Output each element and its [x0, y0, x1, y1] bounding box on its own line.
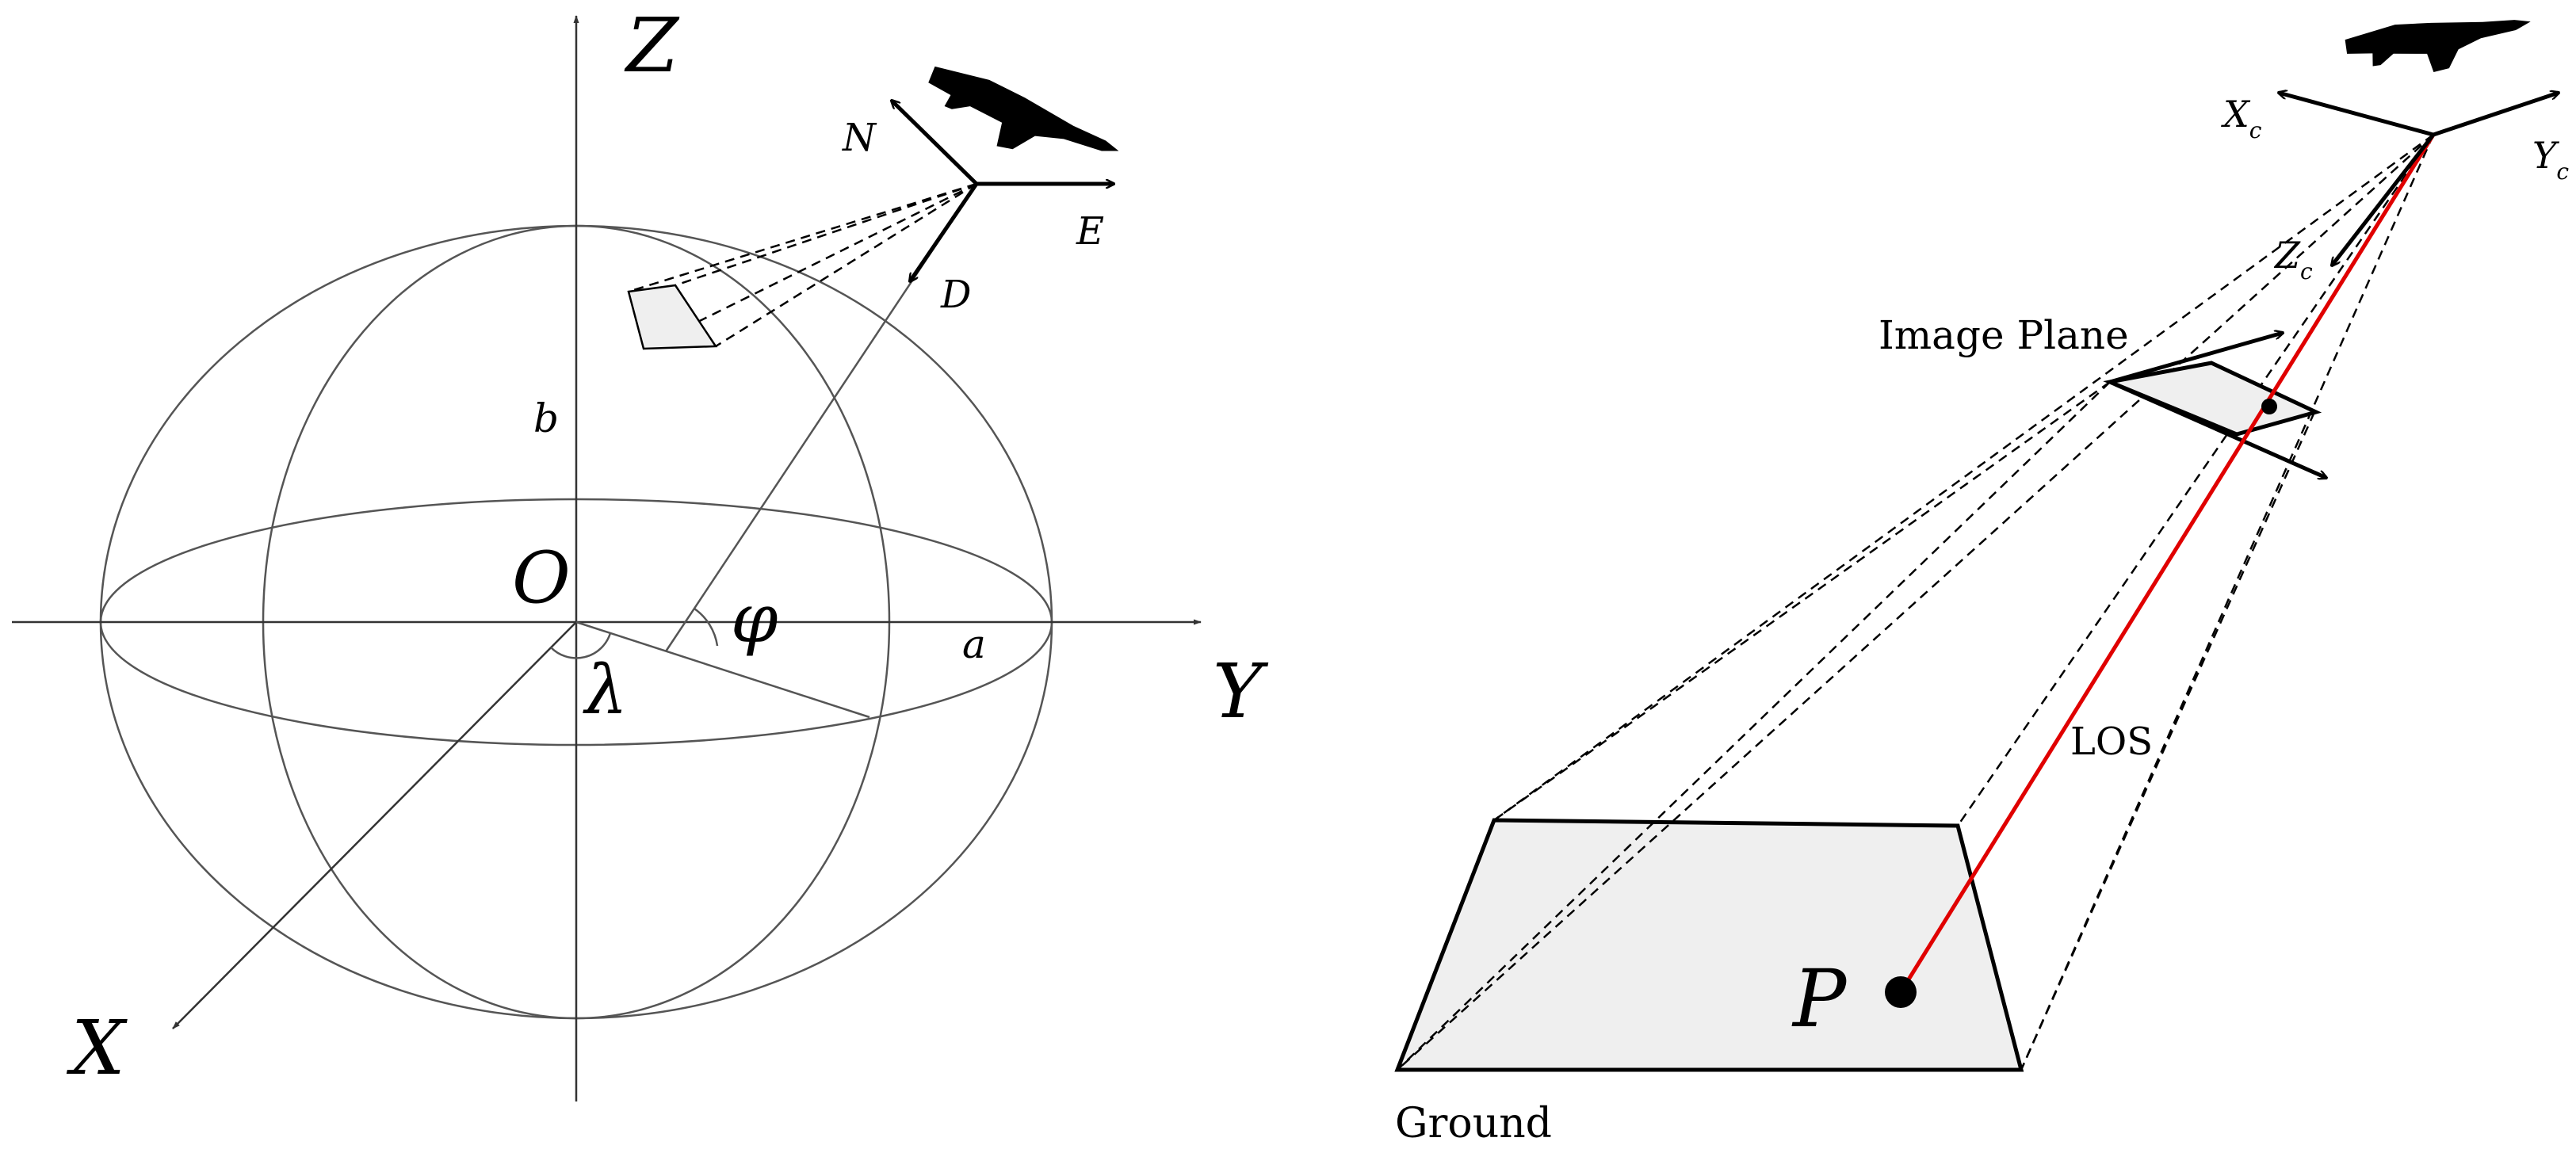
origin-label: O — [512, 536, 571, 620]
camera-x-axis — [2279, 93, 2434, 137]
longitude-label: λ — [583, 651, 628, 730]
camera-x-label: Xc — [2221, 93, 2262, 143]
footprint-patch — [627, 284, 718, 350]
camera-y-label: Yc — [2532, 134, 2569, 185]
semi-major-label: a — [962, 621, 986, 667]
image-plane-label: Image Plane — [1878, 312, 2129, 358]
camera-frame: Xc Yc Zc — [2221, 93, 2569, 284]
north-arrow — [892, 101, 978, 185]
ground-point-label: P — [1791, 953, 1848, 1045]
north-label: N — [842, 116, 877, 160]
los-label: LOS — [2070, 720, 2153, 764]
image-point — [2261, 399, 2277, 414]
camera-z-label: Zc — [2273, 234, 2313, 284]
ground-label: Ground — [1395, 1100, 1552, 1147]
camera-z-axis — [2332, 133, 2435, 265]
ned-frame: N E D — [842, 101, 1114, 317]
down-arrow — [910, 182, 979, 281]
image-plane-axis-v — [2108, 380, 2326, 478]
ground-plane — [1394, 818, 2024, 1072]
aircraft-icon — [928, 66, 1119, 151]
semi-minor-label: b — [533, 395, 559, 441]
los-line — [1898, 133, 2436, 994]
longitude-line — [575, 620, 870, 719]
z-axis-label: Z — [624, 2, 680, 90]
camera-aircraft-icon — [2345, 20, 2531, 72]
ground-point — [1885, 976, 1917, 1008]
east-label: E — [1076, 209, 1104, 254]
latitude-label: φ — [731, 580, 778, 659]
latitude-angle-arc — [694, 607, 719, 647]
image-plane-axis-u — [2109, 333, 2283, 384]
x-axis — [172, 621, 577, 1029]
sensor-footprint — [627, 182, 977, 350]
y-axis-label: Y — [1213, 648, 1269, 735]
view-frustum — [1397, 133, 2435, 1071]
projection-diagram: Image Plane LOS P Ground Xc Yc Zc — [1394, 20, 2569, 1147]
camera-y-axis — [2433, 93, 2559, 137]
image-plane — [2103, 361, 2322, 437]
ellipsoid-diagram: Z Y X O b a φ λ N E D — [12, 2, 1269, 1101]
longitude-angle-arc — [550, 632, 612, 659]
x-axis-label: X — [66, 1005, 128, 1092]
down-label: D — [940, 273, 971, 317]
